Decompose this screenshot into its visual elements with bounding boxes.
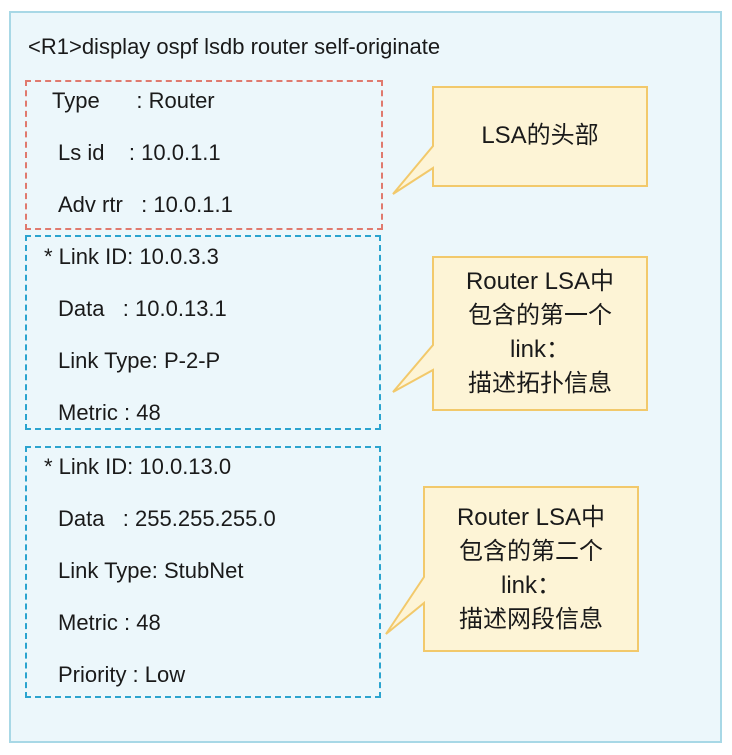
link1-type-line: Link Type: P-2-P	[58, 348, 221, 373]
callout-link1: Router LSA中 包含的第一个 link： 描述拓扑信息	[433, 265, 647, 401]
callout-link1-shape	[392, 256, 648, 411]
callout-link1-line: 包含的第一个	[468, 302, 612, 329]
link1-id-line: * Link ID: 10.0.3.3	[44, 244, 219, 269]
callout-header: LSA的头部	[433, 119, 647, 153]
lsa-header-box	[25, 80, 383, 230]
callout-link2-line: 包含的第二个	[459, 538, 603, 565]
callout-link1-line: 描述拓扑信息	[468, 370, 612, 397]
callout-link1-line: link：	[509, 336, 570, 363]
link2-priority-line: Priority : Low	[58, 662, 186, 687]
command-line: <R1>display ospf lsdb router self-origin…	[28, 34, 441, 59]
header-advrtr-line: Adv rtr : 10.0.1.1	[58, 192, 233, 217]
callout-link2-line: link：	[500, 572, 561, 599]
header-lsid-line: Ls id : 10.0.1.1	[58, 140, 221, 165]
callout-header-shape	[392, 86, 648, 195]
link2-box	[25, 446, 381, 698]
link2-metric-line: Metric : 48	[58, 610, 161, 635]
link1-box	[25, 235, 381, 430]
callout-link2: Router LSA中 包含的第二个 link： 描述网段信息	[424, 501, 638, 637]
callout-link2-shape	[385, 486, 639, 652]
link2-id-line: * Link ID: 10.0.13.0	[44, 454, 232, 479]
link2-type-line: Link Type: StubNet	[58, 558, 244, 583]
callout-header-line: LSA的头部	[481, 122, 599, 149]
callout-link2-line: Router LSA中	[456, 504, 606, 531]
callout-link1-line: Router LSA中	[465, 268, 615, 295]
callout-link2-line: 描述网段信息	[459, 606, 603, 633]
link1-metric-line: Metric : 48	[58, 400, 161, 425]
link1-data-line: Data : 10.0.13.1	[58, 296, 227, 321]
link2-data-line: Data : 255.255.255.0	[58, 506, 276, 531]
header-type-line: Type : Router	[52, 88, 215, 113]
